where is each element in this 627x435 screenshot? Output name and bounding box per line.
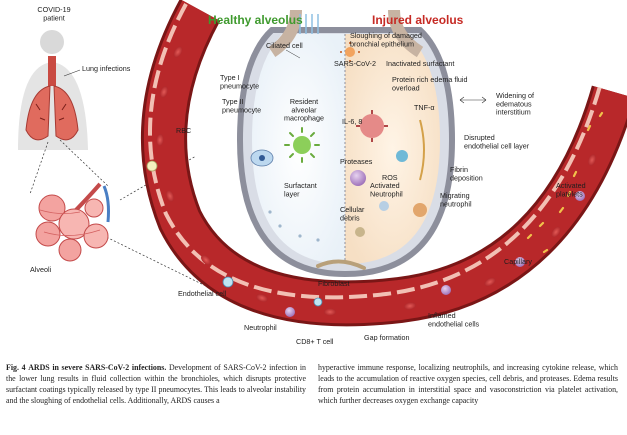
injured-alveolus-title: Injured alveolus xyxy=(372,13,464,27)
label-line: patient xyxy=(43,13,65,22)
label-line: pneumocyte xyxy=(220,81,259,90)
caption-right-column: hyperactive immune response, localizing … xyxy=(318,362,618,406)
gap-label: Gap formation xyxy=(364,333,410,342)
endothelial-label: Endothelial cell xyxy=(178,289,227,298)
figure-caption: Fig. 4 ARDS in severe SARS-CoV-2 infecti… xyxy=(6,362,622,432)
label-line: bronchial epithelium xyxy=(350,39,414,48)
sars-label: SARS-CoV-2 xyxy=(334,59,376,68)
capillary-label: Capillary xyxy=(504,257,532,266)
label-line: overload xyxy=(392,83,420,92)
lung-infections-label: Lung infections xyxy=(82,64,131,73)
label-line: layer xyxy=(284,189,300,198)
macrophage-icon xyxy=(284,127,320,163)
ros-label: ROS xyxy=(382,173,398,182)
label-line: alveolar xyxy=(291,105,317,114)
capillary-vessel xyxy=(141,0,627,327)
alveoli-label: Alveoli xyxy=(30,265,52,274)
caption-left-text: Development of SARS-CoV-2 infection in t… xyxy=(6,363,306,405)
tnf-label: TNF-α xyxy=(414,103,435,112)
caption-right-text: hyperactive immune response, localizing … xyxy=(318,363,618,405)
fibroblast-label: Fibroblast xyxy=(318,279,350,288)
label-line: endothelial cell layer xyxy=(464,141,530,150)
neutrophil-label: Neutrophil xyxy=(244,323,277,332)
label-line: debris xyxy=(340,213,360,222)
label-line: Neutrophil xyxy=(370,189,403,198)
proteases-label: Proteases xyxy=(340,157,373,166)
il-label: IL-6, 8 xyxy=(342,117,362,126)
rbc-label: RBC xyxy=(176,126,191,135)
alveoli-cluster xyxy=(35,182,110,262)
label-line: endothelial cells xyxy=(428,319,480,328)
inactivated-surfactant-label: Inactivated surfactant xyxy=(386,59,454,68)
label-line: macrophage xyxy=(284,114,324,123)
caption-title: ARDS in severe SARS-CoV-2 infections. xyxy=(28,363,167,372)
ciliated-cell-label: Ciliated cell xyxy=(266,41,303,50)
healthy-alveolus-title: Healthy alveolus xyxy=(208,13,303,27)
label-line: edematous xyxy=(496,99,532,108)
label-line: interstitium xyxy=(496,108,531,117)
cd8-label: CD8+ T cell xyxy=(296,337,334,346)
label-line: pneumocyte xyxy=(222,105,261,114)
alveolus xyxy=(236,9,456,278)
label-line: platelets xyxy=(556,189,583,198)
figure-number: Fig. 4 xyxy=(6,363,26,372)
label-line: neutrophil xyxy=(440,199,472,208)
label-line: deposition xyxy=(450,173,483,182)
sars-cov-2-icon xyxy=(340,42,360,62)
caption-left-column: Fig. 4 ARDS in severe SARS-CoV-2 infecti… xyxy=(6,362,306,406)
